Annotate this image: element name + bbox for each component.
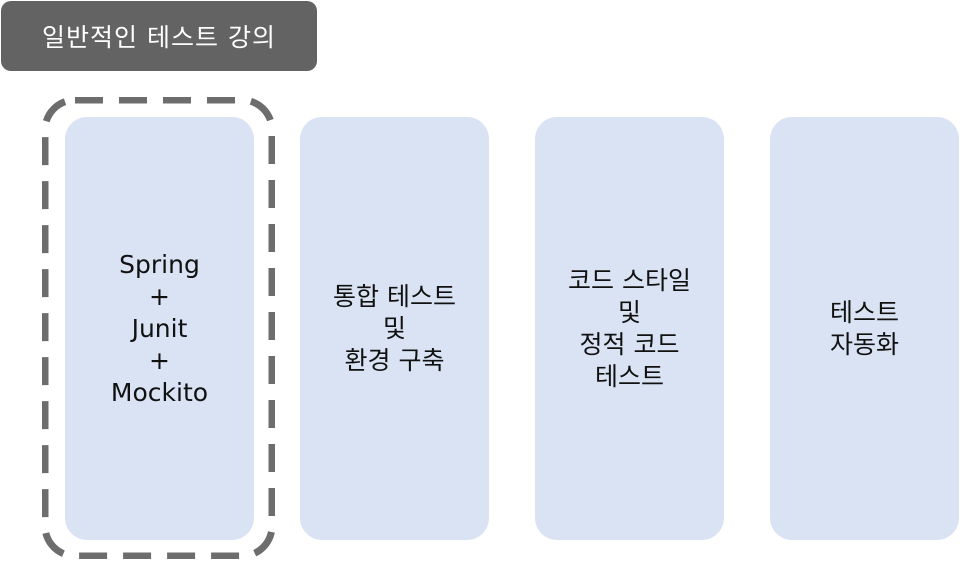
card-line: 및	[382, 313, 406, 343]
highlight-dashed-frame	[42, 97, 275, 559]
card-line: Mockito	[110, 377, 209, 407]
card-integration-test: 통합 테스트 및 환경 구축	[300, 117, 489, 540]
card-line: 환경 구축	[344, 345, 445, 375]
card-spring-junit-mockito: Spring + Junit + Mockito	[65, 117, 254, 540]
card-line: 통합 테스트	[333, 281, 456, 311]
card-line: 테스트	[829, 297, 899, 327]
card-test-automation: 테스트 자동화	[770, 117, 959, 540]
card-line: 자동화	[829, 329, 899, 359]
card-code-style-static-test: 코드 스타일 및 정적 코드 테스트	[535, 117, 724, 540]
section-title-tag: 일반적인 테스트 강의	[1, 1, 317, 71]
card-line: +	[149, 345, 170, 375]
card-line: 정적 코드	[579, 329, 680, 359]
card-line: 및	[617, 297, 641, 327]
card-line: +	[149, 281, 170, 311]
card-line: Spring	[119, 249, 200, 279]
card-line: 코드 스타일	[568, 265, 691, 295]
card-line: Junit	[131, 313, 188, 343]
section-title: 일반적인 테스트 강의	[42, 23, 276, 52]
card-line: 테스트	[594, 361, 664, 391]
